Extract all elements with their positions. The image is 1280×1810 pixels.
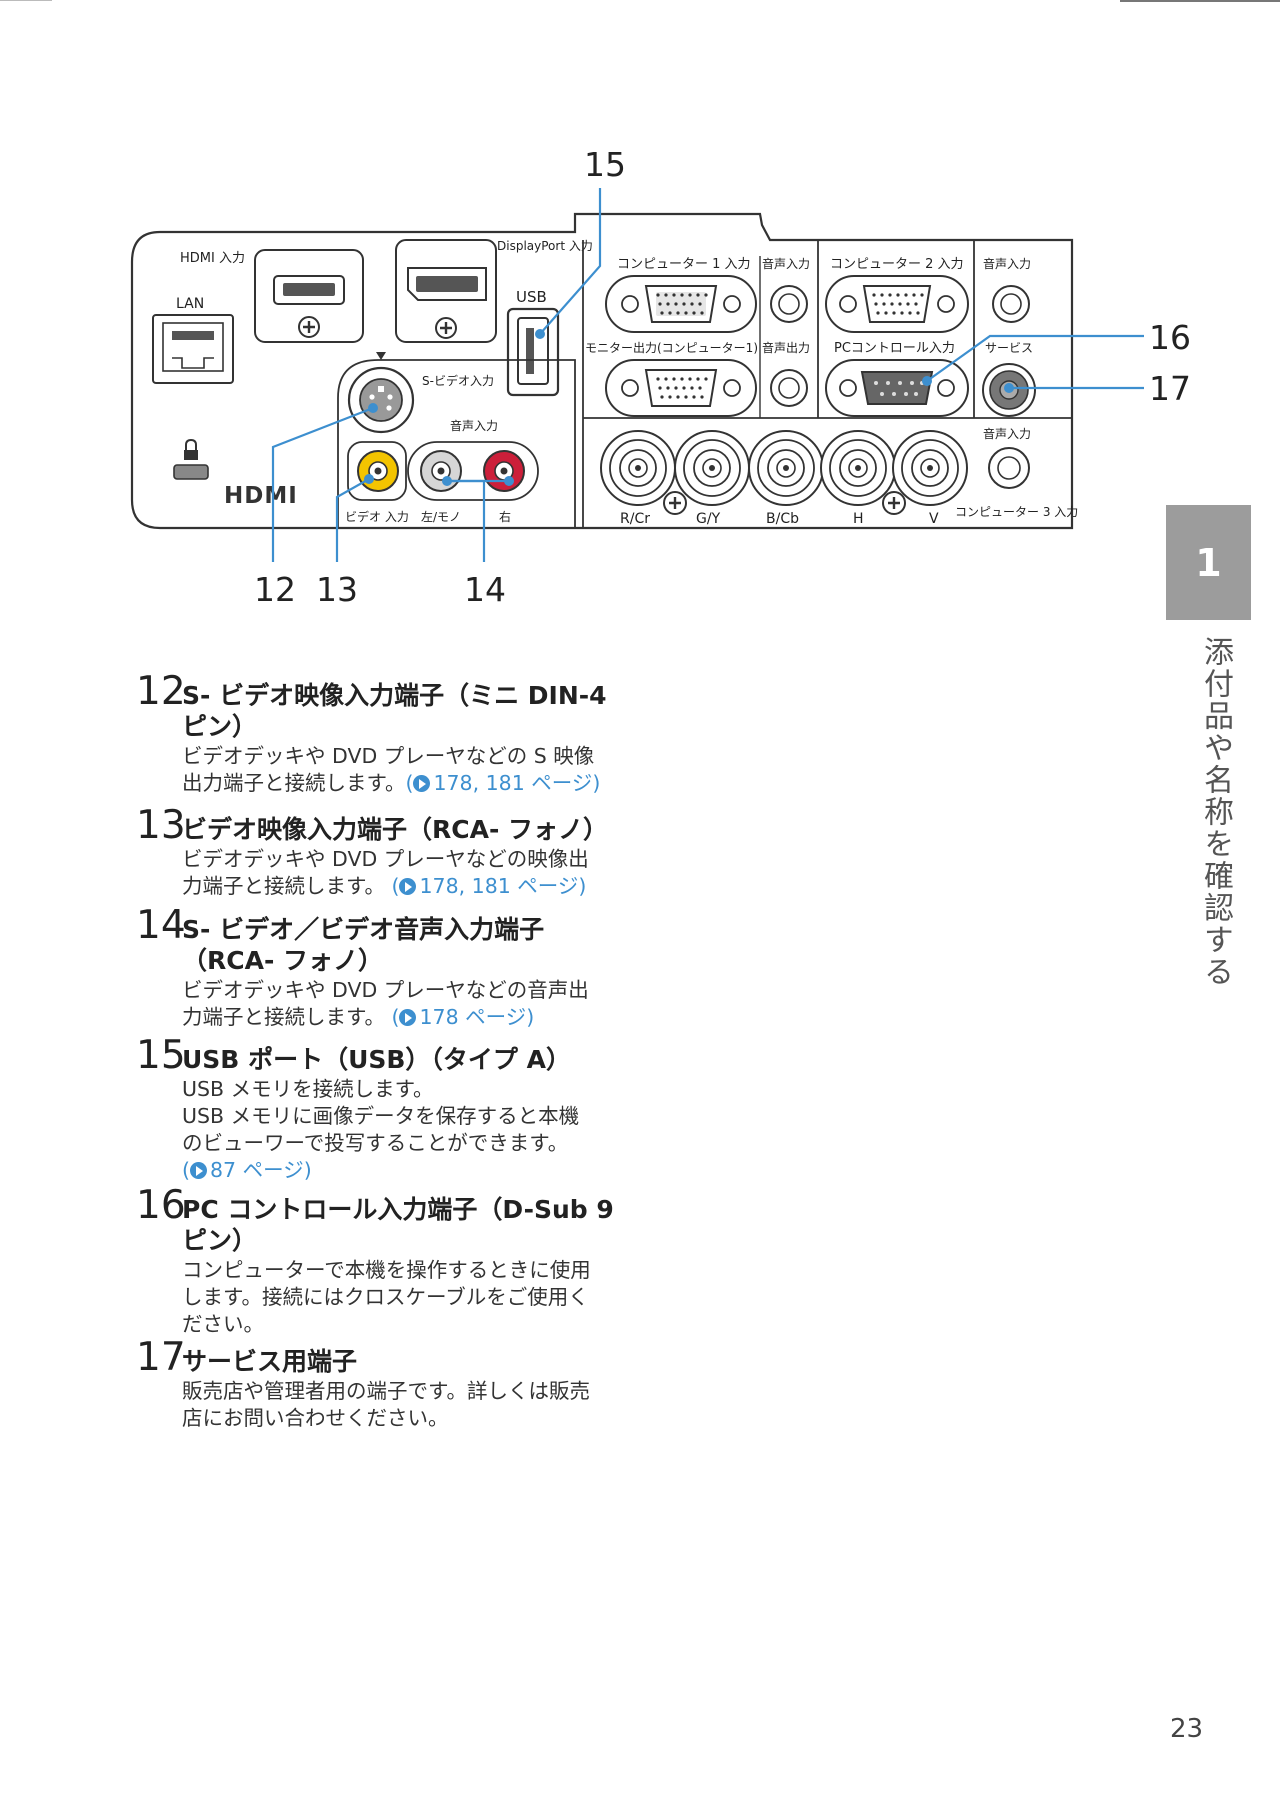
security-slot: [173, 464, 209, 480]
item-title: サービス用端子: [182, 1347, 358, 1376]
pc-control-in-label: PCコントロール入力: [834, 341, 955, 356]
leader-16: [926, 334, 1144, 382]
page-ref-link[interactable]: (178, 181 ページ): [391, 874, 587, 898]
monitor-out-vga-port: [644, 369, 718, 407]
callout-12: 12: [254, 570, 296, 609]
page-ref-icon: [413, 775, 431, 792]
s-video-group-outline: [337, 359, 576, 529]
audio-out-label: 音声出力: [762, 340, 810, 355]
item-body-line: ビデオデッキや DVD プレーヤなどの S 映像: [182, 744, 595, 768]
computer3-in-label: コンピューター 3 入力: [955, 505, 1078, 519]
lan-label: LAN: [176, 296, 204, 312]
item-title-cont: （RCA- フォノ）: [182, 946, 384, 975]
audio-in-2-label: 音声入力: [983, 256, 1031, 271]
computer2-vga-port: [862, 285, 932, 323]
callout-13: 13: [316, 570, 358, 609]
page-number: 23: [1170, 1714, 1204, 1744]
item-12: 12 S- ビデオ映像入力端子（ミニ DIN-4 ピン） ビデオデッキや DVD…: [136, 672, 636, 797]
bnc-connectors: [600, 430, 968, 506]
item-title-cont: ピン）: [182, 712, 258, 741]
item-body-line: コンピューターで本機を操作するときに使用: [182, 1258, 591, 1282]
item-body-line: 店にお問い合わせください。: [182, 1406, 449, 1430]
item-body-line: ビデオデッキや DVD プレーヤなどの音声出: [182, 978, 589, 1002]
monitor-out-label: モニター出力(コンピューター1): [585, 341, 758, 355]
item-number: 16: [136, 1183, 186, 1228]
item-14: 14 S- ビデオ／ビデオ音声入力端子 （RCA- フォノ） ビデオデッキや D…: [136, 906, 636, 1031]
item-body-line: ださい。: [182, 1312, 264, 1336]
item-body-line: のビューワーで投写することができます。: [182, 1131, 569, 1155]
b-cb-label: B/Cb: [766, 511, 799, 527]
rear-panel-diagram: HDMI 入力 DisplayPort 入力 LAN USB S-ビデオ入力 音…: [130, 188, 1144, 562]
pc-control-port: [860, 371, 934, 405]
page-ref-icon: [399, 878, 417, 895]
item-title: PC コントロール入力端子（D-Sub 9: [182, 1195, 614, 1224]
usb-label: USB: [516, 288, 547, 306]
computer1-in-label: コンピューター 1 入力: [617, 257, 751, 272]
item-16: 16 PC コントロール入力端子（D-Sub 9 ピン） コンピューターで本機を…: [136, 1186, 636, 1338]
g-y-label: G/Y: [696, 511, 721, 527]
item-body-line: 出力端子と接続します。: [182, 771, 406, 795]
item-body-line: ビデオデッキや DVD プレーヤなどの映像出: [182, 847, 589, 871]
callout-14: 14: [464, 570, 506, 609]
item-body-line: 力端子と接続します。: [182, 1005, 385, 1029]
hdmi-logo: HDMI: [224, 483, 298, 509]
audio-in-label: 音声入力: [450, 418, 498, 433]
item-number: 12: [136, 669, 186, 714]
item-body-line: 力端子と接続します。: [182, 874, 385, 898]
callout-16: 16: [1149, 318, 1191, 357]
chapter-tab[interactable]: 1: [1166, 505, 1251, 620]
lock-icon: [185, 438, 197, 450]
right-label: 右: [499, 509, 511, 524]
item-title: S- ビデオ映像入力端子（ミニ DIN-4: [182, 681, 607, 710]
page-ref-link[interactable]: (87 ページ): [182, 1158, 312, 1182]
audio-in-1-label: 音声入力: [762, 256, 810, 271]
audio-in-3-label: 音声入力: [983, 426, 1031, 441]
top-rule-left: [0, 0, 52, 1]
service-label: サービス: [985, 341, 1033, 355]
item-title: S- ビデオ／ビデオ音声入力端子: [182, 915, 545, 944]
leader-12: [271, 406, 374, 562]
page-ref-link[interactable]: (178, 181 ページ): [405, 771, 601, 795]
item-number: 17: [136, 1335, 186, 1380]
item-17: 17 サービス用端子 販売店や管理者用の端子です。詳しくは販売 店にお問い合わせ…: [136, 1338, 636, 1432]
callout-15: 15: [584, 145, 626, 184]
computer2-in-label: コンピューター 2 入力: [830, 257, 964, 272]
item-body-line: USB メモリを接続します。: [182, 1077, 434, 1101]
item-title: USB ポート（USB）（タイプ A）: [182, 1045, 571, 1074]
item-body-line: 販売店や管理者用の端子です。詳しくは販売: [182, 1379, 590, 1403]
rca-video-frame: [347, 441, 407, 501]
leader-13: [335, 478, 370, 562]
page-ref-icon: [190, 1162, 207, 1179]
left-mono-label: 左/モノ: [421, 509, 461, 524]
item-title-cont: ピン）: [182, 1226, 258, 1255]
rca-group-frame: [407, 441, 539, 501]
hdmi-in-label: HDMI 入力: [180, 251, 245, 266]
s-video-in-label: S-ビデオ入力: [422, 373, 494, 388]
page-ref-icon: [399, 1009, 417, 1026]
top-rule-right: [1120, 0, 1280, 2]
item-body-line: USB メモリに画像データを保存すると本機: [182, 1104, 580, 1128]
item-body-line: します。接続にはクロスケーブルをご使用く: [182, 1285, 589, 1309]
displayport-in-label: DisplayPort 入力: [497, 239, 593, 253]
r-cr-label: R/Cr: [620, 511, 650, 527]
item-15: 15 USB ポート（USB）（タイプ A） USB メモリを接続します。 US…: [136, 1036, 636, 1184]
v-label: V: [929, 511, 939, 527]
callout-17: 17: [1149, 369, 1191, 408]
item-number: 15: [136, 1033, 186, 1078]
chapter-title: 添付品や名称を確認する: [1198, 636, 1233, 988]
leader-15: [539, 188, 602, 335]
video-in-label: ビデオ 入力: [345, 509, 409, 524]
page-ref-link[interactable]: (178 ページ): [391, 1005, 535, 1029]
item-13: 13 ビデオ映像入力端子（RCA- フォノ） ビデオデッキや DVD プレーヤな…: [136, 806, 636, 900]
item-number: 13: [136, 803, 186, 848]
item-number: 14: [136, 903, 186, 948]
item-title: ビデオ映像入力端子（RCA- フォノ）: [182, 815, 609, 844]
h-label: H: [853, 511, 864, 527]
